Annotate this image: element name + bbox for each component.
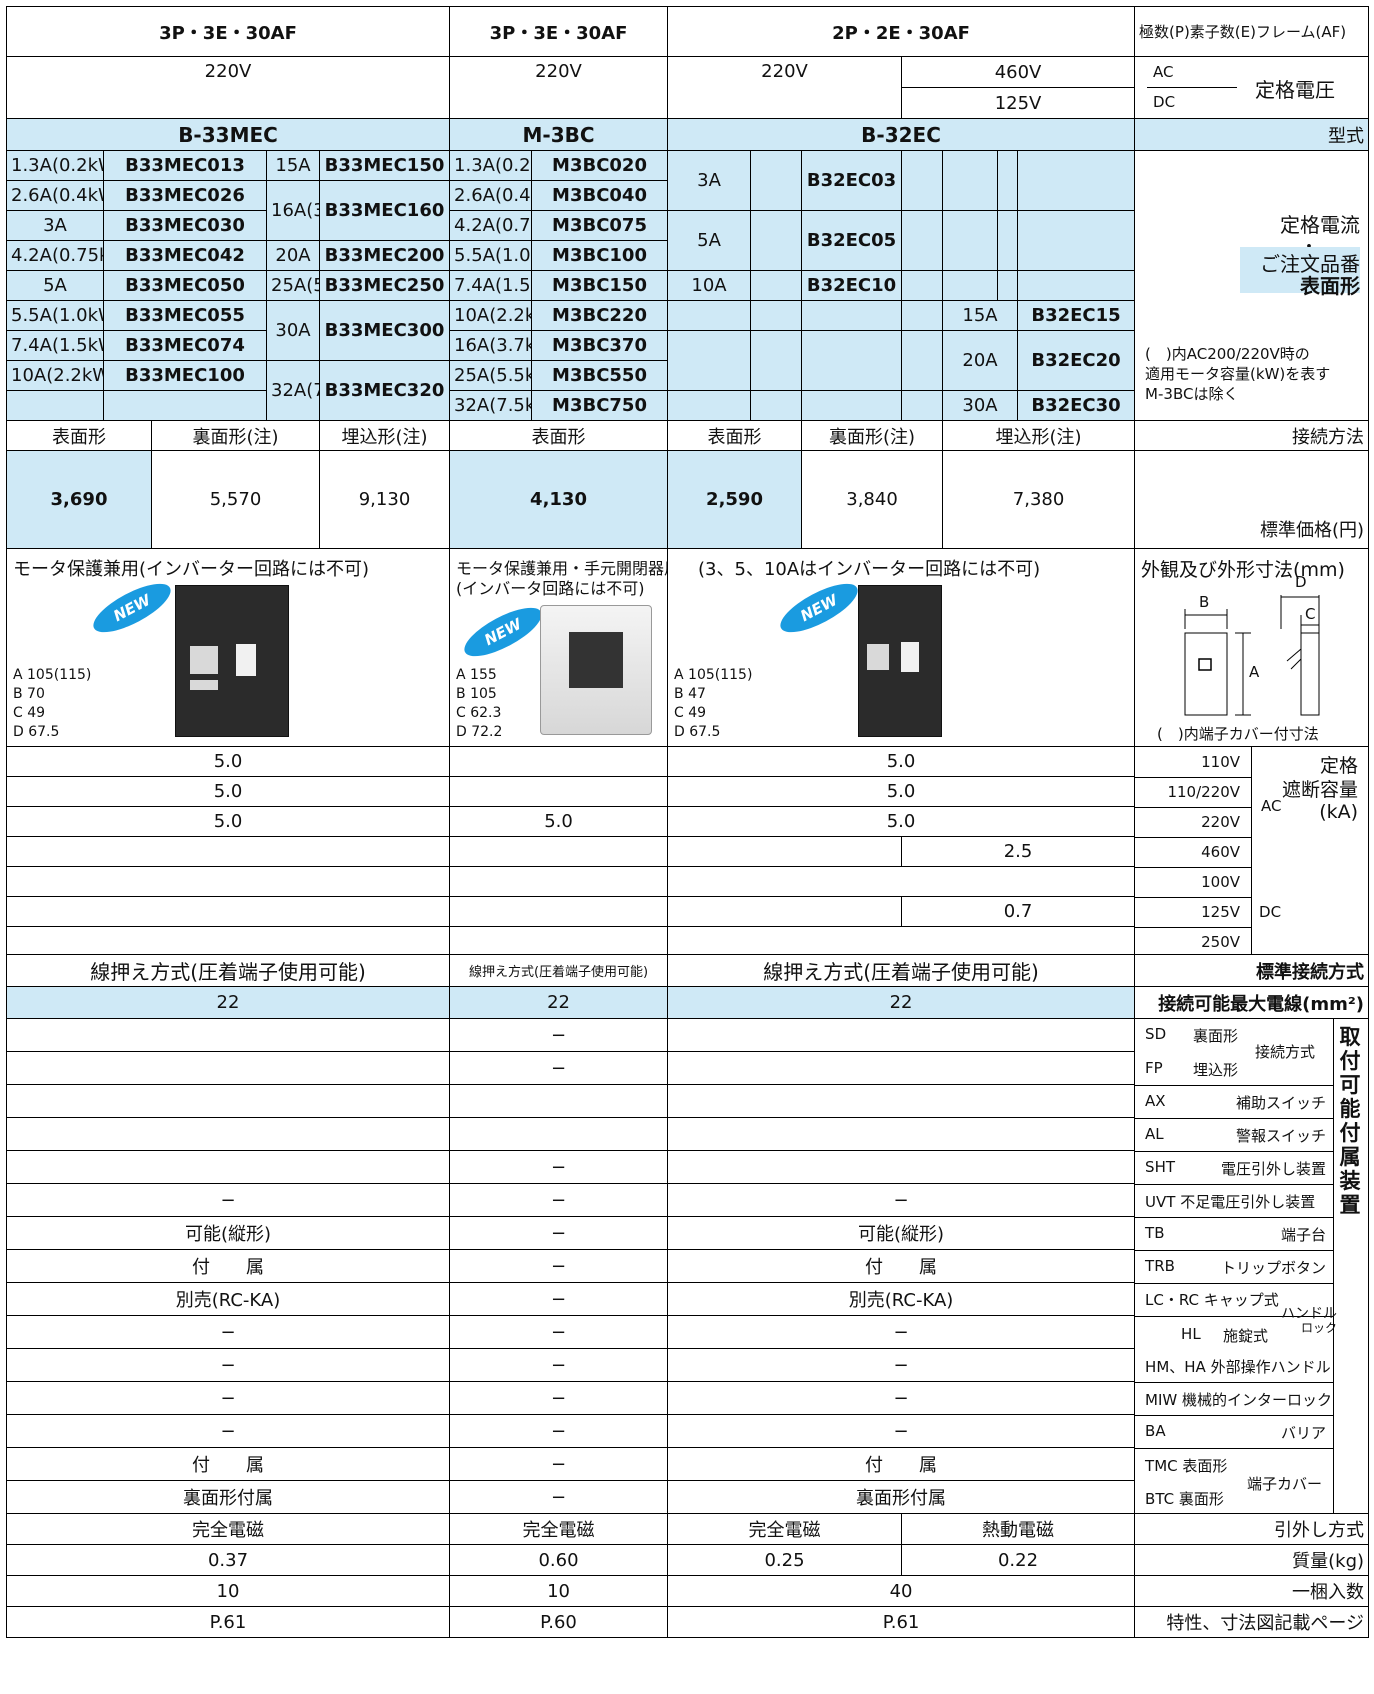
b33-code: B33MEC013 [103,150,267,181]
accessories-vertical-label: 取付可能付属装置 [1339,1025,1361,1217]
wiring-col1: 線押え方式(圧着端子使用可能) [5,954,451,987]
voltage-col2: 220V [449,56,669,119]
spec-table: 3P・3E・30AF 3P・3E・30AF 2P・2E・30AF 極数(P)素子… [5,6,1370,1638]
dims-b33: A 105(115) B 70 C 49 D 67.5 [13,667,92,740]
wiring-label: 標準接続方式 [1134,954,1370,987]
rated-current-l4: 表面形 [1300,274,1361,298]
header-col2: 3P・3E・30AF [449,6,669,57]
breaking-label-cell: 110V 110/220V 220V 460V 100V 125V 250V A… [1134,746,1370,955]
price-b33-embed: 9,130 [318,450,451,549]
pack-label: 一梱入数 [1134,1575,1370,1607]
conn-surface-3: 表面形 [667,420,803,451]
voltage-dc: DC [1153,93,1176,111]
voltage-ac: AC [1153,63,1174,81]
model-col2: M-3BC [449,118,669,151]
header-label: 極数(P)素子数(E)フレーム(AF) [1134,6,1370,57]
rated-current-l3: ご注文品番 [1260,252,1361,276]
conn-embed-1: 埋込形(注) [318,420,451,451]
b32-code: B32EC03 [801,150,903,211]
voltage-col1: 220V [5,56,451,119]
conn-back-1: 裏面形(注) [151,420,320,451]
trip-label: 引外し方式 [1134,1513,1370,1545]
connection-label: 接続方法 [1134,420,1370,451]
voltage-col3-dc: 125V [901,87,1136,119]
max-wire-label: 接続可能最大電線(mm²) [1134,986,1370,1019]
appearance-b32: (3、5、10Aはインバーター回路には不可) NEW A 105(115) B … [667,548,1136,747]
appearance-label-cell: 外観及び外形寸法(mm) B A D [1134,548,1370,747]
voltage-label-cell: AC DC 定格電圧 [1134,56,1370,119]
appearance-m3bc: モータ保護兼用・手元開閉器用 (インバータ回路には不可) NEW A 155 B… [449,548,669,747]
price-b33-surface: 3,690 [6,450,152,549]
price-b32-surface: 2,590 [667,450,803,549]
conn-back-3: 裏面形(注) [801,420,944,451]
rated-current-l1: 定格電流 [1280,213,1361,237]
voltage-col3-ac: 460V [901,56,1136,88]
appearance-b33: モータ保護兼用(インバーター回路には不可) NEW A 105(115) B 7… [5,548,451,747]
b33-current: 1.3A(0.2kW) [6,150,104,181]
new-badge: NEW [86,574,178,642]
conn-surface-1: 表面形 [6,420,152,451]
model-label: 型式 [1134,118,1370,151]
dimension-diagram [1184,595,1320,716]
starter-image [540,605,653,735]
header-col3: 2P・2E・30AF [667,6,1136,57]
model-col3: B-32EC [667,118,1136,151]
voltage-col3-left: 220V [667,56,903,119]
accessories-label-cell: SD 裏面形 FP 埋込形 接続方式 AX 補助スイッチ AL 警報スイッチ S… [1134,1018,1370,1514]
price-b32-back: 3,840 [801,450,944,549]
price-b33-back: 5,570 [151,450,320,549]
rated-current-label: 定格電流 ・ ご注文品番 表面形 ( )内AC200/220V時の 適用モータ容… [1134,150,1370,421]
price-b32-embed: 7,380 [942,450,1136,549]
mass-label: 質量(kg) [1134,1544,1370,1576]
b33-current-2: 15A [266,150,320,181]
conn-embed-3: 埋込形(注) [942,420,1136,451]
b33-code-2: B33MEC150 [318,150,451,181]
page-label: 特性、寸法図記載ページ [1134,1606,1370,1638]
m3bc-current: 1.3A(0.2kW) [449,150,533,181]
b32-current: 3A [667,150,752,211]
model-col1: B-33MEC [5,118,451,151]
price-m3bc: 4,130 [449,450,669,549]
wiring-col3: 線押え方式(圧着端子使用可能) [667,954,1136,987]
m3bc-code: M3BC020 [531,150,669,181]
breaker-image [175,585,289,737]
header-col1: 3P・3E・30AF [5,6,451,57]
conn-surface-2: 表面形 [449,420,669,451]
breaker-image-2 [858,585,943,737]
price-label: 標準価格(円) [1134,450,1370,549]
wiring-col2: 線押え方式(圧着端子使用可能) [449,954,669,987]
voltage-label: 定格電圧 [1255,78,1336,102]
